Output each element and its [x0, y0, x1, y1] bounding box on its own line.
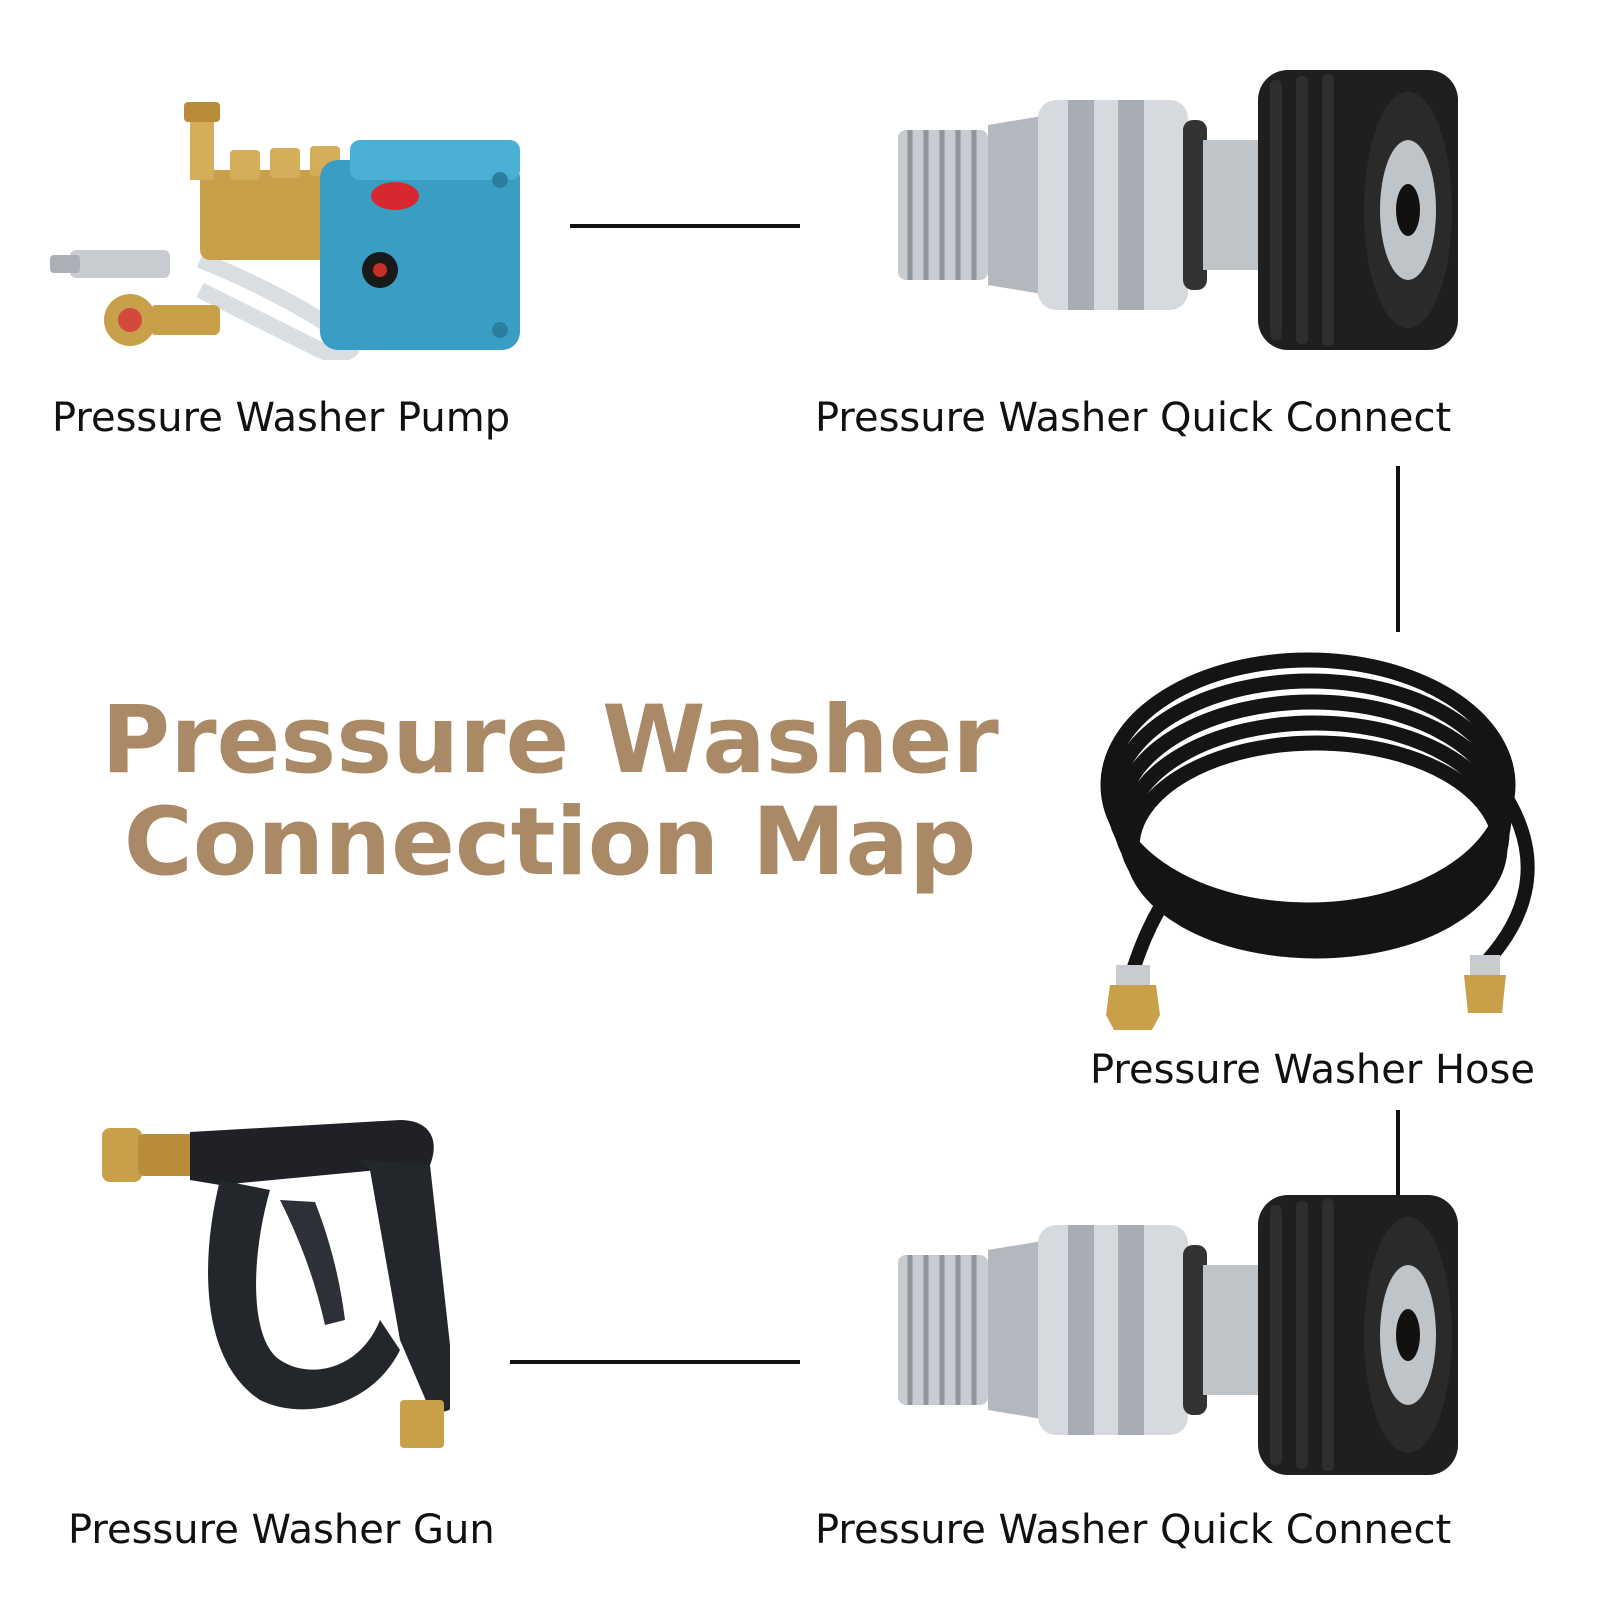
connector-hose-to-quick-connect [1396, 1110, 1400, 1200]
connector-pump-to-quick-connect [570, 224, 800, 228]
quick-connect-bottom-item [898, 1195, 1468, 1489]
quick-connect-top-item [898, 70, 1468, 364]
pump-icon [50, 102, 520, 363]
map-title: Pressure Washer Connection Map [50, 690, 1050, 894]
quick-connect-bottom-label: Pressure Washer Quick Connect [815, 1507, 1452, 1553]
gun-label: Pressure Washer Gun [68, 1507, 495, 1553]
pump-label: Pressure Washer Pump [52, 395, 511, 441]
spray-gun-icon [102, 1120, 456, 1448]
gun-item [100, 1110, 456, 1464]
quick-connect-icon [898, 1195, 1458, 1475]
quick-connect-icon [898, 70, 1458, 350]
connector-quick-connect-to-gun [510, 1360, 800, 1364]
pump-item [50, 100, 540, 364]
title-line-2: Connection Map [123, 788, 977, 897]
hose-label: Pressure Washer Hose [1090, 1047, 1535, 1093]
hose-item [1088, 635, 1558, 1039]
title-line-1: Pressure Washer [101, 686, 999, 795]
quick-connect-top-label: Pressure Washer Quick Connect [815, 395, 1452, 441]
hose-icon [1100, 652, 1535, 1030]
connector-quick-connect-to-hose [1396, 466, 1400, 632]
